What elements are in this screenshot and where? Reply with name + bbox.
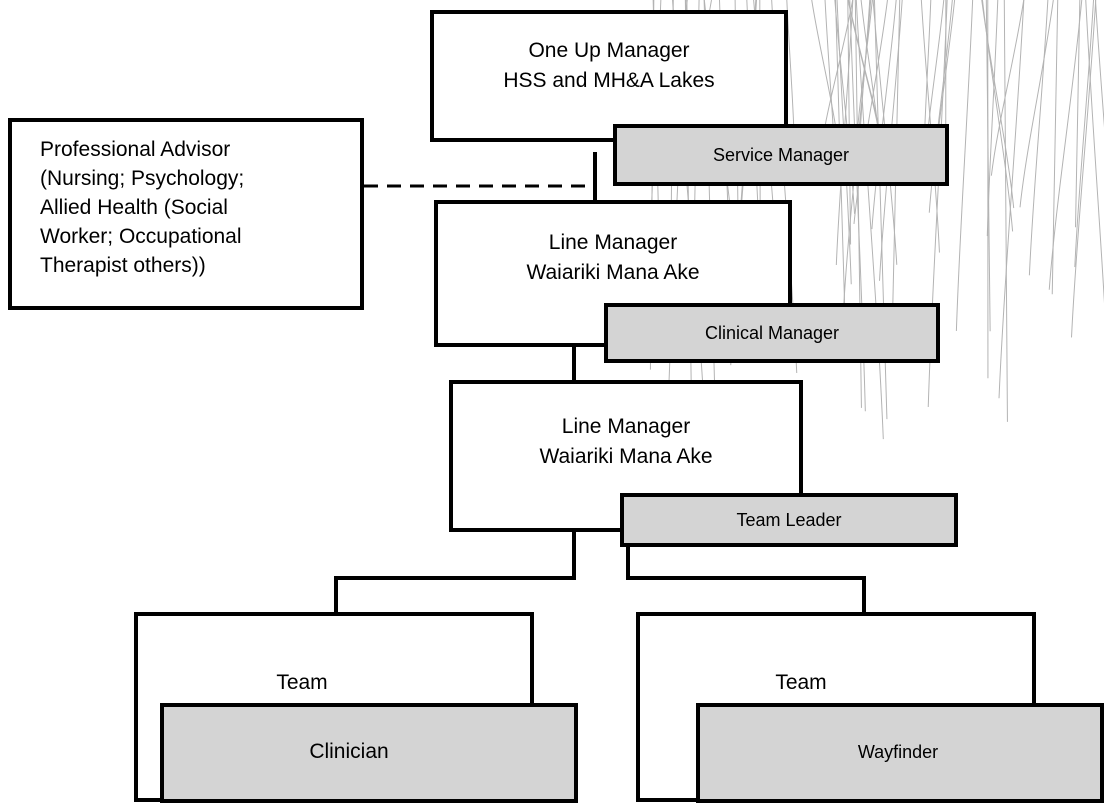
one-up-manager-title: One Up Manager	[434, 36, 784, 66]
decorative-fibre-line	[1020, 0, 1053, 207]
decorative-fibre-line	[1086, 0, 1104, 426]
professional-advisor-box: Professional Advisor (Nursing; Psycholog…	[8, 118, 364, 310]
line-manager-2-title: Line Manager	[453, 412, 799, 442]
decorative-fibre-line	[1072, 0, 1096, 337]
connector-lm2-right-drop	[626, 545, 630, 578]
team-leader-label: Team Leader	[736, 510, 841, 531]
team-left-label: Team	[138, 668, 466, 698]
decorative-fibre-line	[956, 0, 972, 331]
advisor-line-3: Allied Health (Social	[40, 193, 360, 222]
decorative-fibre-line	[1029, 0, 1047, 275]
decorative-fibre-line	[999, 0, 1024, 398]
connector-top-to-line-manager-1	[593, 152, 597, 200]
connector-left-team-drop	[334, 576, 338, 612]
advisor-line-1: Professional Advisor	[40, 135, 360, 164]
service-manager-tag: Service Manager	[613, 124, 949, 186]
team-leader-tag: Team Leader	[620, 493, 958, 547]
one-up-manager-subtitle: HSS and MH&A Lakes	[434, 66, 784, 96]
connector-left-branch	[334, 576, 576, 580]
connector-right-branch	[626, 576, 866, 580]
team-right-label: Team	[640, 668, 962, 698]
clinician-label: Clinician	[309, 740, 388, 764]
service-manager-label: Service Manager	[713, 145, 849, 166]
clinician-tag: Clinician	[160, 703, 578, 803]
decorative-fibre-line	[1004, 0, 1007, 422]
line-manager-1-title: Line Manager	[438, 228, 788, 258]
line-manager-2-subtitle: Waiariki Mana Ake	[453, 442, 799, 472]
connector-right-team-drop	[862, 576, 866, 612]
advisor-line-5: Therapist others))	[40, 251, 360, 280]
connector-lm2-left-drop	[572, 530, 576, 578]
clinical-manager-label: Clinical Manager	[705, 323, 839, 344]
wayfinder-label: Wayfinder	[858, 742, 938, 763]
connector-line-manager-1-to-2	[572, 347, 576, 382]
clinical-manager-tag: Clinical Manager	[604, 303, 940, 363]
one-up-manager-box: One Up Manager HSS and MH&A Lakes	[430, 10, 788, 142]
line-manager-1-subtitle: Waiariki Mana Ake	[438, 258, 788, 288]
decorative-fibre-line	[982, 0, 1012, 231]
advisor-line-4: Worker; Occupational	[40, 222, 360, 251]
wayfinder-tag: Wayfinder	[696, 703, 1104, 803]
advisor-line-2: (Nursing; Psychology;	[40, 164, 360, 193]
